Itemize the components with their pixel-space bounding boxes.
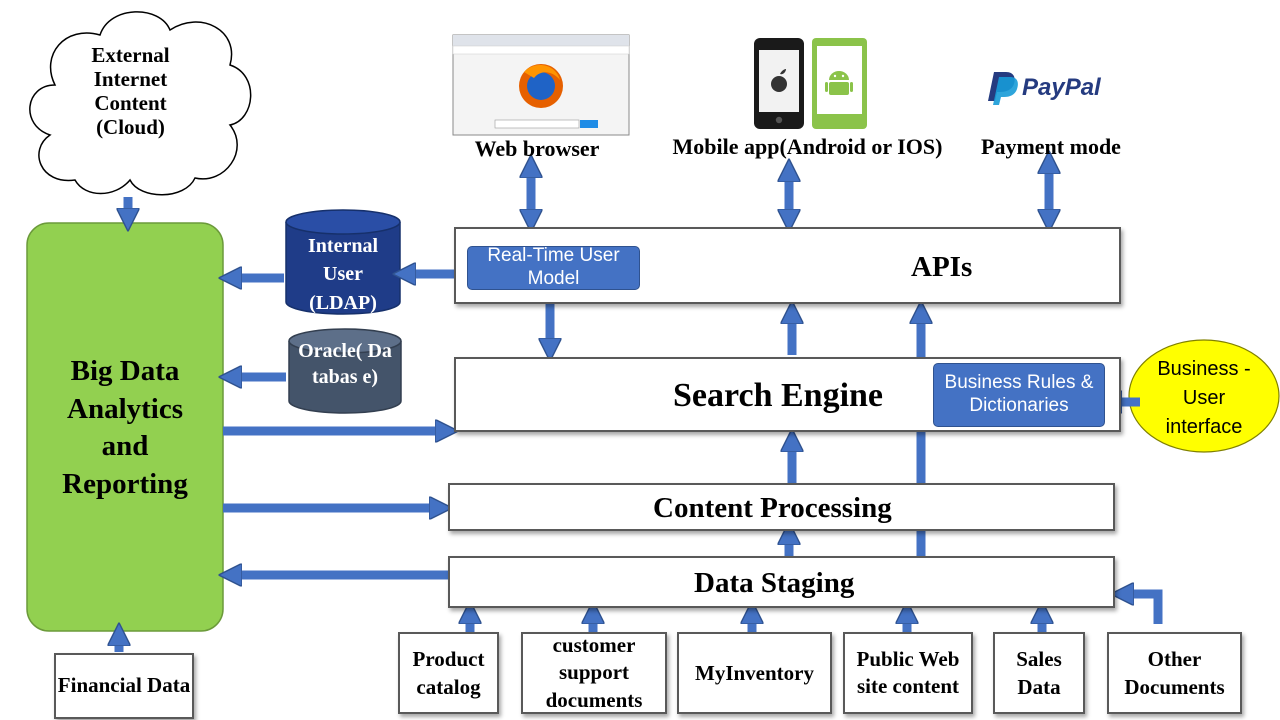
- source-product-catalog: Product catalog: [398, 632, 499, 714]
- content-processing-label: Content Processing: [653, 492, 892, 524]
- big-data-label: Big Data Analytics and Reporting: [62, 355, 188, 501]
- business-ui-ellipse: [1128, 339, 1280, 453]
- web-browser-label: Web browser: [474, 136, 600, 161]
- paypal-wordmark: PayPal: [1022, 74, 1101, 101]
- source-customer-support: customer support documents: [521, 632, 667, 714]
- oracle-database-icon: [288, 328, 402, 414]
- firefox-browser-screenshot-icon: [452, 34, 630, 136]
- source-public-website: Public Web site content: [843, 632, 973, 714]
- business-ui-label: Business -User interface: [1157, 358, 1251, 438]
- search-engine-label: Search Engine: [673, 377, 884, 414]
- data-staging-label: Data Staging: [694, 567, 855, 599]
- apple-phone-icon: [754, 38, 804, 129]
- cloud-shape: [29, 11, 252, 196]
- android-phone-icon: [812, 38, 867, 129]
- realtime-user-model: Real-Time User Model: [467, 245, 640, 290]
- paypal-logo-icon: [988, 72, 1018, 105]
- source-sales-data: Sales Data: [993, 632, 1085, 714]
- source-other-documents: Other Documents: [1107, 632, 1242, 714]
- oracle-label: Oracle( Databas e): [298, 340, 392, 388]
- ldap-label: Internal User (LDAP): [308, 235, 378, 314]
- payment-mode-label: Payment mode: [981, 134, 1121, 159]
- business-rules-box: Business Rules & Dictionaries: [933, 363, 1105, 427]
- cloud-label: External Internet Content (Cloud): [91, 43, 170, 140]
- arrow-other-to-staging: [1120, 594, 1163, 624]
- ldap-database-icon: [285, 209, 401, 315]
- data-staging-box: Data Staging: [448, 556, 1115, 608]
- financial-data-box: Financial Data: [54, 653, 194, 719]
- source-myinventory: MyInventory: [677, 632, 832, 714]
- content-processing-box: Content Processing: [448, 483, 1115, 531]
- apis-label: APIs: [911, 251, 973, 283]
- mobile-app-label: Mobile app(Android or IOS): [672, 134, 943, 159]
